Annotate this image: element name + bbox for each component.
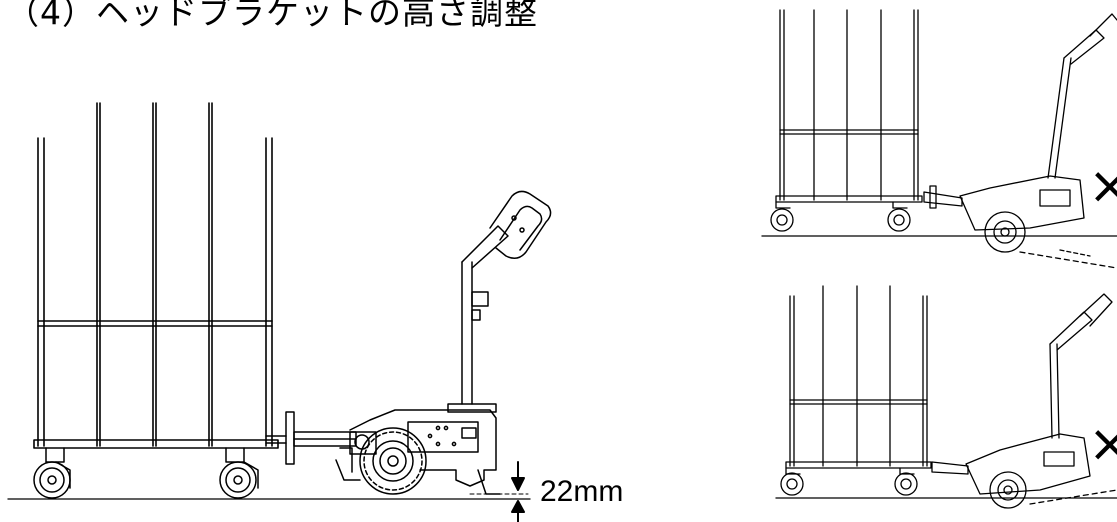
dimension-label: 22mm bbox=[540, 475, 624, 508]
wrong-mark-bottom: × bbox=[1088, 414, 1117, 474]
section-title: （4）ヘッドブラケットの高さ調整 bbox=[6, 0, 538, 32]
cage-cart bbox=[33, 102, 287, 449]
wrong-example-bottom bbox=[775, 285, 1117, 509]
dimension-marker bbox=[469, 461, 529, 522]
caster-left bbox=[33, 447, 71, 499]
wrong-example-top bbox=[761, 9, 1117, 269]
tiller bbox=[461, 190, 552, 405]
main-illustration bbox=[7, 102, 552, 522]
wrong-mark-top: × bbox=[1088, 156, 1117, 216]
caster-right bbox=[219, 447, 259, 499]
hitch-bar bbox=[285, 411, 357, 465]
tug-body bbox=[335, 403, 501, 495]
drive-wheel bbox=[359, 427, 427, 495]
